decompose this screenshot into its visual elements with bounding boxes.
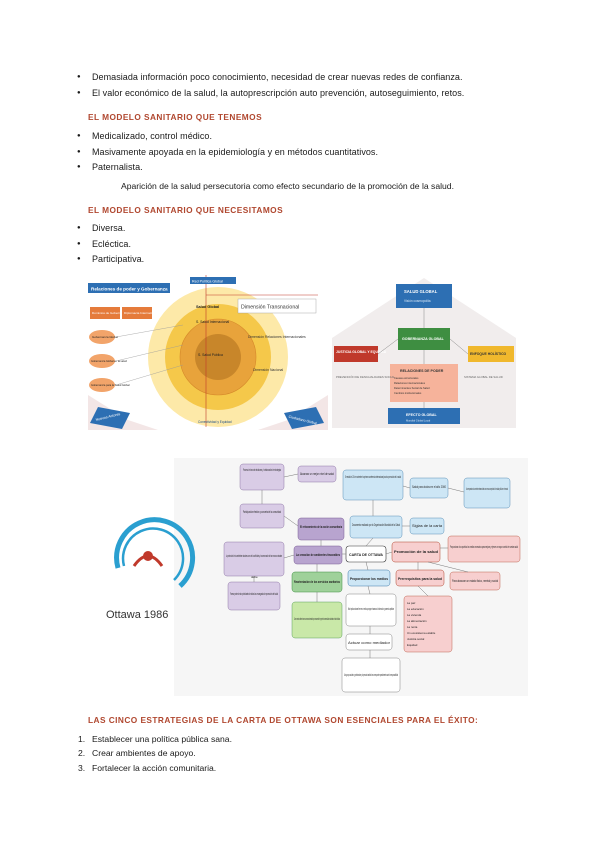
relaciones-item: Cambios institucionales (394, 391, 422, 395)
label-gobernanza-global: GOBERNANZA GLOBAL (402, 337, 445, 341)
figure-global-health-circles: Relaciones de poder y Gobernanza Red Pol… (88, 275, 328, 430)
prereq-item: La educación (407, 607, 424, 611)
label-conectividad: Conectividad y Equidad (198, 420, 232, 424)
prereq-item: Un ecosistema estable (407, 631, 436, 635)
label-salud-publica: S. Salud Pública (198, 353, 223, 357)
bullet-item: El valor económico de la salud, la autop… (77, 86, 464, 102)
prereq-item: Equidad (407, 643, 418, 647)
node-n8: Documento realizado por la Organización … (352, 523, 400, 527)
node-n21: Actuar como mediador (348, 641, 391, 645)
list-item: 1. Establecer una política pública sana. (78, 732, 232, 746)
node-n14: Para alcanzar un estado físico, mental y… (452, 579, 498, 583)
node-n20: Esto implica una base firme en un medio … (348, 607, 394, 611)
figure-ottawa-concept-map: Ottawa 1986 Proceso de toma de decisione… (88, 458, 528, 696)
label-ciudadano: Ciudadano Global (288, 415, 317, 426)
relaciones-item: Determinantes Social de Salud (394, 386, 430, 390)
label-vision: Visión cosmopolita (404, 299, 431, 303)
label-red-politica: Red Política Global (192, 279, 223, 283)
ottawa-logo-icon (114, 517, 196, 588)
relaciones-item: Causas estructurales (394, 376, 419, 380)
label-efecto: EFECTO GLOBAL (406, 413, 437, 417)
label-box3: Gobernanza para la Salud Global (91, 383, 130, 387)
bullet-item: Paternalista. (77, 160, 378, 176)
node-n9: Siglas de la carta (412, 524, 442, 528)
label-dimension-transnacional: Dimensión Transnacional (241, 305, 299, 311)
node-n16: Reorientación de los servicios sanitario… (294, 580, 340, 584)
node-n10: Proporcionar a los pueblos los medios ne… (450, 545, 518, 549)
node-n18: Prerrequisitos para la salud (398, 577, 442, 581)
node-n19: Cómo nuestros deben tomar una nueva orie… (294, 617, 340, 621)
node-n2: Alcanzar un mejor nivel de salud (300, 472, 334, 476)
node-n5: Una respuesta a la creciente demanda de … (466, 487, 508, 491)
label-left-text: PREVENCIÓN DE DESIGUALDADES SOCIAL (336, 374, 395, 379)
node-n6: Participación efectiva y concreta de la … (243, 510, 281, 514)
label-dim-relaciones: Dimensión Relaciones Internacionales (248, 335, 306, 339)
label-salud-global: SALUD GLOBAL (404, 289, 438, 294)
label-debe: debe (251, 575, 258, 579)
node-n7: El reforzamiento de la acción comunitari… (300, 525, 342, 529)
numbered-list-strategies: 1.Establecer una política pública sana. … (78, 732, 232, 775)
section-heading-needed-model: EL MODELO SANITARIO QUE NECESITAMOS (88, 205, 284, 215)
list-item: 3. Fortalecer la acción comunitaria. (78, 761, 232, 775)
ottawa-logo-text: Ottawa 1986 (106, 609, 168, 621)
label-box1: Gobernanza Global (92, 335, 118, 339)
list-item-text: Fortalecer la acción comunitaria. (92, 762, 217, 773)
node-n4: Salud para todos en el año 2000 (412, 485, 446, 489)
node-n15: Formar parte de las prioridades de todos… (230, 592, 278, 596)
label-justicia: JUSTICIA GLOBAL Y EQUIDAD (336, 350, 387, 354)
bullet-list-top: Demasiada información poco conocimiento,… (77, 70, 464, 102)
node-n3: Se realizó el 21 de noviembre la primera… (345, 475, 401, 479)
prereq-item: La paz (407, 601, 416, 605)
list-item-text: Establecer una política pública sana. (92, 734, 232, 744)
node-n17: Proporcionar los medios (350, 577, 388, 581)
bullet-item: Medicalizado, control médico. (77, 129, 378, 145)
label-relaciones-poder: RELACIONES DE PODER (400, 369, 444, 373)
figure-salud-global-flow: SALUD GLOBAL Visión cosmopolita JUSTICIA… (332, 278, 516, 428)
label-salud-internacional: S. Salud Internacional (196, 320, 229, 324)
prereq-item: Justicia social (407, 637, 425, 641)
note-text: Aparición de la salud persecutoria como … (121, 181, 454, 191)
bullet-list-needed-model: Diversa. Ecléctica. Participativa. (77, 221, 144, 268)
bullet-item: Diversa. (77, 221, 144, 237)
label-right-text: SISTEMA GLOBAL DE SALUD (464, 375, 503, 379)
label-salud-global: Salud Global (196, 305, 219, 309)
node-n1: Proceso de toma de decisiones y la elabo… (243, 468, 281, 472)
label-box2: Gobernanza Global en la salud (91, 359, 127, 363)
label-dim-nacional: Dimensión Nacional (253, 368, 283, 372)
node-n13: Promoción de la salud (394, 550, 438, 554)
node-center: CARTA DE OTTAWA (349, 553, 384, 557)
prereq-item: La vivienda (407, 613, 422, 617)
label-diplomacia: Diplomacia Internacional (124, 311, 158, 315)
relaciones-item: Relaciones internacionales (394, 381, 426, 385)
list-item-text: Crear ambientes de apoyo. (92, 748, 196, 759)
list-item-number: 2. (78, 748, 86, 759)
section-heading-strategies: LAS CINCO ESTRATEGIAS DE LA CARTA DE OTT… (88, 715, 479, 725)
label-gobernanza: Dominios de Gobernanza (92, 311, 127, 315)
section-heading-current-model: EL MODELO SANITARIO QUE TENEMOS (88, 112, 263, 122)
bullet-item: Participativa. (77, 252, 144, 268)
node-n12: La creación de ambientes favorables (296, 553, 340, 557)
bullet-item: Demasiada información poco conocimiento,… (77, 70, 464, 86)
bullet-list-current-model: Medicalizado, control médico. Masivament… (77, 129, 378, 176)
list-item-number: 1. (78, 734, 86, 744)
bullet-item: Masivamente apoyada en la epidemiología … (77, 145, 378, 161)
node-n11: La protección de los ambientes naturales… (226, 554, 282, 558)
label-enfoque: ENFOQUE HOLÍSTICO (470, 351, 507, 356)
list-item: 2. Crear ambientes de apoyo. (78, 746, 232, 760)
label-nuevos-actores: Nuevos Actores (95, 412, 121, 422)
node-n22: A los grupos sociales y profesionales y … (344, 673, 398, 677)
label-efecto-sub: Mundial Global Local (406, 419, 431, 423)
prereq-item: La alimentación (407, 619, 427, 623)
label-relaciones: Relaciones de poder y Gobernanza (91, 287, 168, 292)
bullet-item: Ecléctica. (77, 237, 144, 253)
prereq-item: La renta (407, 625, 418, 629)
list-item-number: 3. (78, 762, 86, 773)
